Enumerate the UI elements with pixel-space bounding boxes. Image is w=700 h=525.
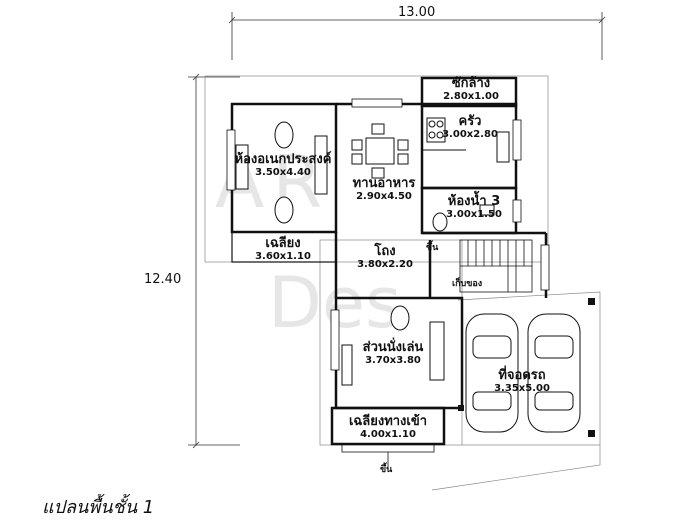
room-name: ทานอาหาร bbox=[352, 176, 416, 191]
room-hall: โถง 3.80x2.20 bbox=[357, 244, 413, 271]
room-size: 3.80x2.20 bbox=[357, 259, 413, 270]
room-name: ห้องน้ำ 3 bbox=[447, 194, 501, 209]
room-size: 3.50x4.40 bbox=[255, 167, 311, 178]
room-name: โถง bbox=[374, 244, 396, 259]
storage-label: เก็บของ bbox=[452, 279, 483, 289]
depth-dimension: 12.40 bbox=[144, 272, 182, 287]
room-bathroom: ห้องน้ำ 3 3.00x1.50 bbox=[446, 194, 502, 221]
room-size: 3.00x2.80 bbox=[442, 129, 498, 140]
room-entry-terrace: เฉลียงทางเข้า 4.00x1.10 bbox=[349, 414, 427, 441]
room-size: 3.00x1.50 bbox=[446, 209, 502, 220]
room-size: 2.90x4.50 bbox=[356, 191, 412, 202]
room-carport: ที่จอดรถ 3.35x5.00 bbox=[494, 368, 550, 395]
stair-up-label: ขึ้น bbox=[426, 243, 439, 253]
entry-up-label: ขึ้น bbox=[380, 465, 393, 475]
room-size: 3.70x3.80 bbox=[365, 355, 421, 366]
room-name: ที่จอดรถ bbox=[498, 368, 546, 383]
room-size: 4.00x1.10 bbox=[360, 429, 416, 440]
room-size: 3.35x5.00 bbox=[494, 383, 550, 394]
room-size: 2.80x1.00 bbox=[443, 91, 499, 102]
room-kitchen: ครัว 3.00x2.80 bbox=[442, 114, 498, 141]
room-size: 3.60x1.10 bbox=[255, 251, 311, 262]
width-dimension: 13.00 bbox=[398, 5, 436, 20]
room-name: ซักล้าง bbox=[451, 76, 491, 91]
room-name: ห้องอเนกประสงค์ bbox=[234, 152, 332, 167]
room-laundry: ซักล้าง 2.80x1.00 bbox=[443, 76, 499, 103]
room-dining: ทานอาหาร 2.90x4.50 bbox=[353, 176, 416, 203]
room-name: ส่วนนั่งเล่น bbox=[362, 340, 424, 355]
room-name: ครัว bbox=[458, 114, 482, 129]
room-living: ส่วนนั่งเล่น 3.70x3.80 bbox=[363, 340, 424, 367]
room-terrace: เฉลียง 3.60x1.10 bbox=[255, 236, 311, 263]
room-multipurpose: ห้องอเนกประสงค์ 3.50x4.40 bbox=[235, 152, 332, 179]
room-name: เฉลียงทางเข้า bbox=[348, 414, 428, 429]
room-name: เฉลียง bbox=[265, 236, 301, 251]
plan-title: แปลนพื้นชั้น 1 bbox=[42, 497, 155, 518]
